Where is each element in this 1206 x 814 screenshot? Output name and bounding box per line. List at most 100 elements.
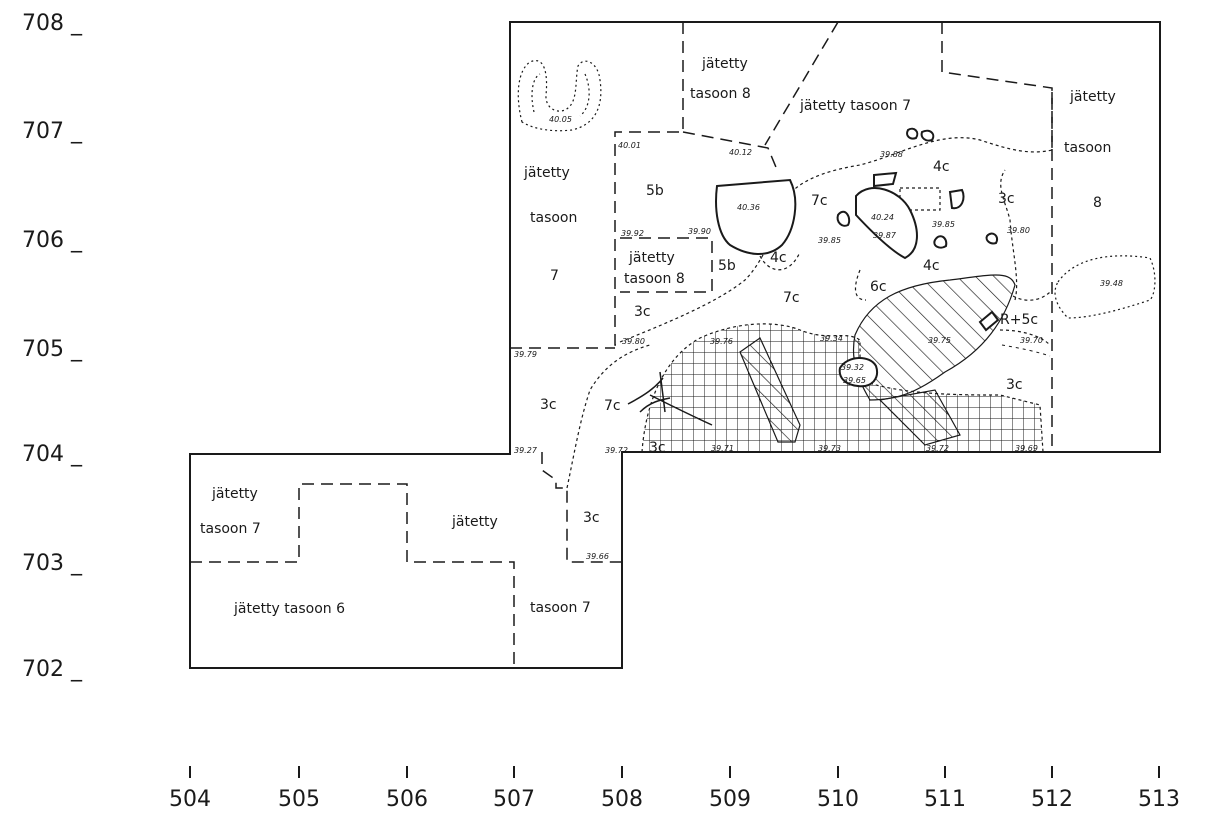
elevation-label: 39.71	[711, 444, 734, 453]
elevation-label: 40.36	[737, 203, 760, 212]
hatched-feature-area	[852, 274, 1016, 401]
area-label: tasoon 8	[624, 271, 685, 287]
y-tick-702: 702 _	[22, 657, 83, 682]
area-label: 7c	[811, 193, 828, 209]
x-tick-508: 508	[601, 787, 643, 812]
area-label: 3c	[540, 397, 557, 413]
x-axis: 504 505 506 507 508 509 510 511 512 513	[169, 766, 1180, 812]
elevation-label: 39.72	[926, 444, 949, 453]
stone-2	[855, 187, 918, 260]
area-label: jätetty tasoon 7	[799, 98, 911, 114]
area-label: jätetty	[1069, 89, 1116, 105]
elevation-label: 39.90	[688, 227, 711, 236]
hatched-strip	[739, 337, 801, 443]
area-label: jätetty	[628, 250, 675, 266]
stone-9	[933, 235, 948, 249]
elevation-label: 40.05	[549, 115, 572, 124]
elevation-label: 39.80	[1007, 226, 1030, 235]
area-label: 7	[550, 268, 559, 284]
stone-3	[838, 357, 878, 388]
elevation-label: 39.79	[514, 350, 537, 359]
area-label: 3c	[1006, 377, 1023, 393]
elevation-label: 39.32	[841, 363, 864, 372]
elevation-label: 39.88	[880, 150, 903, 159]
elevation-label: 39.75	[928, 336, 951, 345]
stone-10	[985, 232, 998, 245]
elevation-label: 40.24	[871, 213, 894, 222]
area-label: 4c	[933, 159, 950, 175]
area-label: jätetty	[701, 56, 748, 72]
elevation-label: 39.65	[843, 376, 866, 385]
elevation-label: 39.85	[932, 220, 955, 229]
area-label: 3c	[998, 191, 1015, 207]
y-axis: 708 _ 707 _ 706 _ 705 _ 704 _ 703 _ 702 …	[22, 11, 83, 682]
area-label: tasoon	[530, 210, 577, 226]
x-tick-504: 504	[169, 787, 211, 812]
elevation-label: 39.48	[1100, 279, 1123, 288]
area-label: 3c	[634, 304, 651, 320]
elevation-labels: 40.05 40.01 40.12 39.88 40.36 40.24 39.8…	[514, 115, 1123, 561]
area-label: 7c	[604, 398, 621, 414]
y-tick-704: 704 _	[22, 442, 83, 467]
x-tick-509: 509	[709, 787, 751, 812]
elevation-label: 39.70	[1020, 336, 1043, 345]
area-label: jätetty	[211, 486, 258, 502]
area-label: tasoon 7	[530, 600, 591, 616]
stones	[715, 127, 1000, 388]
y-tick-706: 706 _	[22, 228, 83, 253]
elevation-label: 39.27	[514, 446, 538, 455]
area-label: 3c	[583, 510, 600, 526]
stone-6	[906, 127, 919, 140]
root-feature	[627, 371, 713, 426]
area-label: 5b	[646, 183, 664, 199]
pit-features	[517, 59, 1156, 319]
elevation-label: 39.73	[818, 444, 841, 453]
area-label: R+5c	[1000, 312, 1038, 328]
x-tick-510: 510	[817, 787, 859, 812]
area-label: jätetty tasoon 6	[233, 601, 345, 617]
x-tick-512: 512	[1031, 787, 1073, 812]
section-boundaries	[190, 21, 1053, 668]
elevation-label: 40.12	[729, 148, 752, 157]
elevation-label: 40.01	[618, 141, 641, 150]
area-label: 8	[1093, 195, 1102, 211]
area-label: jätetty	[523, 165, 570, 181]
x-tick-505: 505	[278, 787, 320, 812]
elevation-label: 39.66	[586, 552, 609, 561]
area-labels: jätetty tasoon 8 jätetty tasoon 7 jätett…	[200, 56, 1116, 617]
area-label: 5b	[718, 258, 736, 274]
area-label: 3c	[649, 440, 666, 456]
area-label: tasoon 8	[690, 86, 751, 102]
area-label: 4c	[770, 250, 787, 266]
y-tick-707: 707 _	[22, 119, 83, 144]
x-tick-511: 511	[924, 787, 966, 812]
elevation-label: 39.69	[1015, 444, 1038, 453]
area-label: 6c	[870, 279, 887, 295]
large-stone	[715, 178, 797, 255]
trench-outline	[189, 21, 1161, 669]
x-tick-513: 513	[1138, 787, 1180, 812]
area-label: 4c	[923, 258, 940, 274]
area-label: jätetty	[451, 514, 498, 530]
stone-7	[920, 129, 935, 142]
elevation-label: 39.85	[818, 236, 841, 245]
y-tick-705: 705 _	[22, 337, 83, 362]
x-tick-507: 507	[493, 787, 535, 812]
stone-5	[873, 171, 898, 188]
elevation-label: 39.80	[622, 337, 645, 346]
y-tick-708: 708 _	[22, 11, 83, 36]
y-tick-703: 703 _	[22, 551, 83, 576]
stone-4	[836, 210, 851, 227]
elevation-label: 39.34	[820, 334, 843, 343]
x-tick-506: 506	[386, 787, 428, 812]
hatched-strip-lower	[878, 389, 961, 446]
elevation-label: 39.87	[873, 231, 897, 240]
elevation-label: 39.92	[621, 229, 644, 238]
area-label: tasoon 7	[200, 521, 261, 537]
area-label: tasoon	[1064, 140, 1111, 156]
area-label: 7c	[783, 290, 800, 306]
elevation-label: 39.76	[710, 337, 733, 346]
dashed-divider	[1001, 344, 1051, 357]
stone-8	[948, 188, 965, 210]
